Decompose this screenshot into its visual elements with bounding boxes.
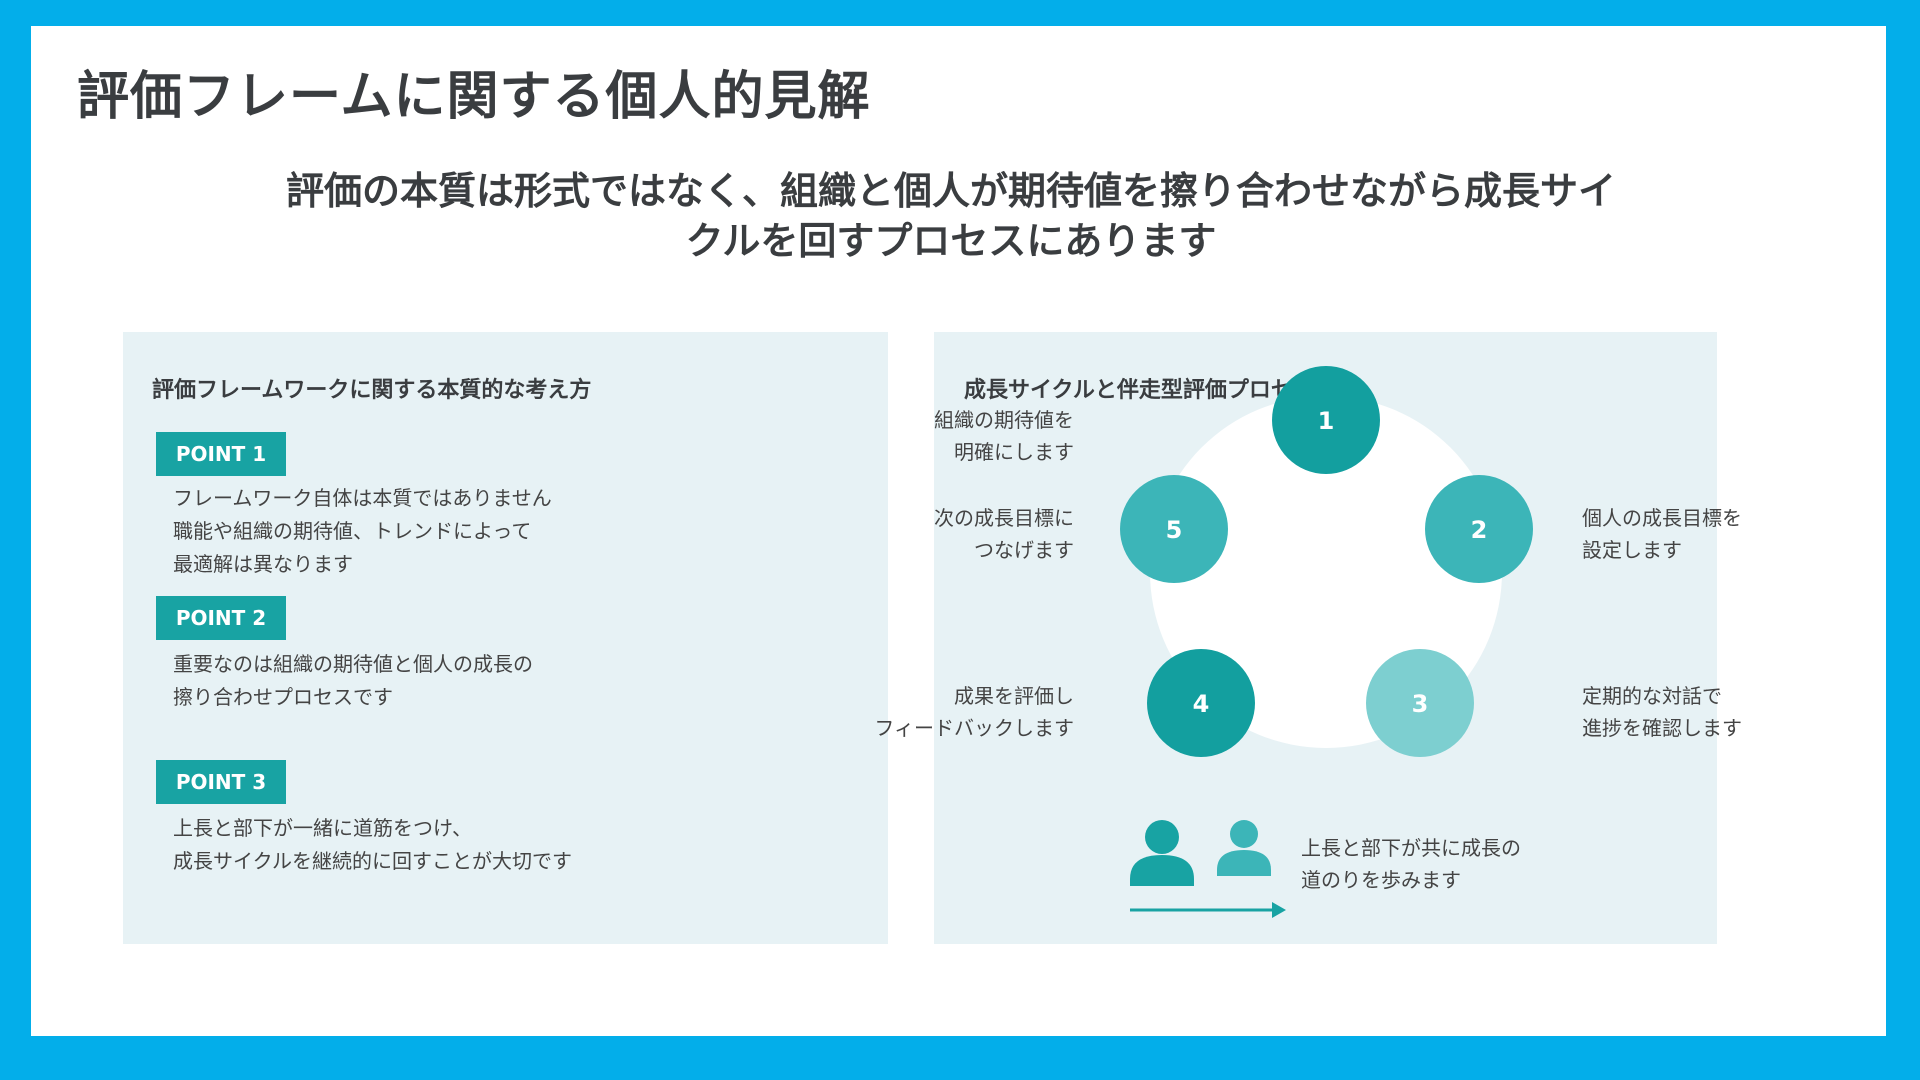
step-4-label: 成果を評価し フィードバックします	[834, 680, 1074, 744]
growth-cycle-diagram: 1 2 3 4 5	[1120, 366, 1533, 918]
point-2-text: 重要なのは組織の期待値と個人の成長の 擦り合わせプロセスです	[173, 648, 833, 714]
point-3-text: 上長と部下が一緒に道筋をつけ、 成長サイクルを継続的に回すことが大切です	[173, 812, 833, 878]
key-message-line-2: クルを回すプロセスにあります	[685, 219, 1217, 263]
point-1-text: フレームワーク自体は本質ではありません 職能や組織の期待値、トレンドによって 最…	[173, 482, 833, 581]
step-5-label-line: 次の成長目標に	[934, 506, 1074, 530]
step-5-label-line: つなげます	[974, 538, 1074, 562]
point-3-line: 上長と部下が一緒に道筋をつけ、	[173, 816, 472, 840]
slide: 評価フレームに関する個人的見解 評価の本質は形式ではなく、組織と個人が期待値を擦…	[31, 26, 1886, 1036]
step-3-circle	[1366, 649, 1474, 757]
point-2-line: 擦り合わせプロセスです	[173, 685, 393, 709]
point-2-line: 重要なのは組織の期待値と個人の成長の	[173, 652, 533, 676]
point-1-line: 職能や組織の期待値、トレンドによって	[173, 519, 532, 543]
step-5-label: 次の成長目標に つなげます	[874, 502, 1074, 566]
step-3-label: 定期的な対話で 進捗を確認します	[1582, 680, 1742, 744]
step-3-node: 3	[1366, 649, 1474, 757]
partnership-note-line: 上長と部下が共に成長の	[1301, 836, 1521, 860]
point-3-badge: POINT 3	[156, 760, 286, 804]
growth-cycle-heading: 成長サイクルと伴走型評価プロセス	[964, 378, 1315, 403]
growth-cycle-panel: 成長サイクルと伴走型評価プロセス 1 2 3 4 5	[874, 332, 1742, 944]
step-4-node: 4	[1147, 649, 1255, 757]
step-2-circle	[1425, 475, 1533, 583]
point-2-badge: POINT 2	[156, 596, 286, 640]
step-3-label-line: 定期的な対話で	[1582, 684, 1722, 708]
page-title: 評価フレームに関する個人的見解	[77, 67, 871, 127]
partnership-note: 上長と部下が共に成長の 道のりを歩みます	[1301, 832, 1521, 896]
step-1-label-line: 組織の期待値を	[934, 408, 1074, 432]
key-message-line-1: 評価の本質は形式ではなく、組織と個人が期待値を擦り合わせながら成長サイ	[285, 169, 1616, 213]
step-4-circle	[1147, 649, 1255, 757]
step-1-node: 1	[1272, 366, 1380, 474]
step-5-circle	[1120, 475, 1228, 583]
point-1-line: フレームワーク自体は本質ではありません	[173, 486, 552, 510]
person-icon	[1130, 820, 1194, 886]
point-1-line: 最適解は異なります	[173, 552, 353, 576]
step-2-node: 2	[1425, 475, 1533, 583]
partnership-note-line: 道のりを歩みます	[1301, 868, 1461, 892]
step-1-label: 組織の期待値を 明確にします	[874, 404, 1074, 468]
step-4-label-line: フィードバックします	[874, 716, 1074, 740]
person-icon	[1217, 820, 1271, 876]
step-1-label-line: 明確にします	[954, 440, 1074, 464]
step-3-number: 3	[1412, 690, 1429, 718]
step-2-label: 個人の成長目標を 設定します	[1582, 502, 1742, 566]
step-5-number: 5	[1166, 516, 1183, 544]
key-message: 評価の本質は形式ではなく、組織と個人が期待値を擦り合わせながら成長サイ クルを回…	[111, 166, 1791, 266]
step-2-label-line: 個人の成長目標を	[1582, 506, 1742, 530]
step-5-node: 5	[1120, 475, 1228, 583]
step-1-number: 1	[1318, 407, 1335, 435]
step-2-number: 2	[1471, 516, 1488, 544]
principles-panel: 評価フレームワークに関する本質的な考え方 POINT 1 フレームワーク自体は本…	[123, 332, 888, 944]
step-3-label-line: 進捗を確認します	[1582, 716, 1742, 740]
point-3-line: 成長サイクルを継続的に回すことが大切です	[173, 849, 572, 873]
point-1-badge: POINT 1	[156, 432, 286, 476]
step-4-number: 4	[1193, 690, 1210, 718]
step-2-label-line: 設定します	[1582, 538, 1682, 562]
principles-heading: 評価フレームワークに関する本質的な考え方	[152, 378, 592, 403]
step-4-label-line: 成果を評価し	[954, 684, 1074, 708]
arrow-right-icon	[1130, 902, 1286, 918]
step-1-circle	[1272, 366, 1380, 474]
